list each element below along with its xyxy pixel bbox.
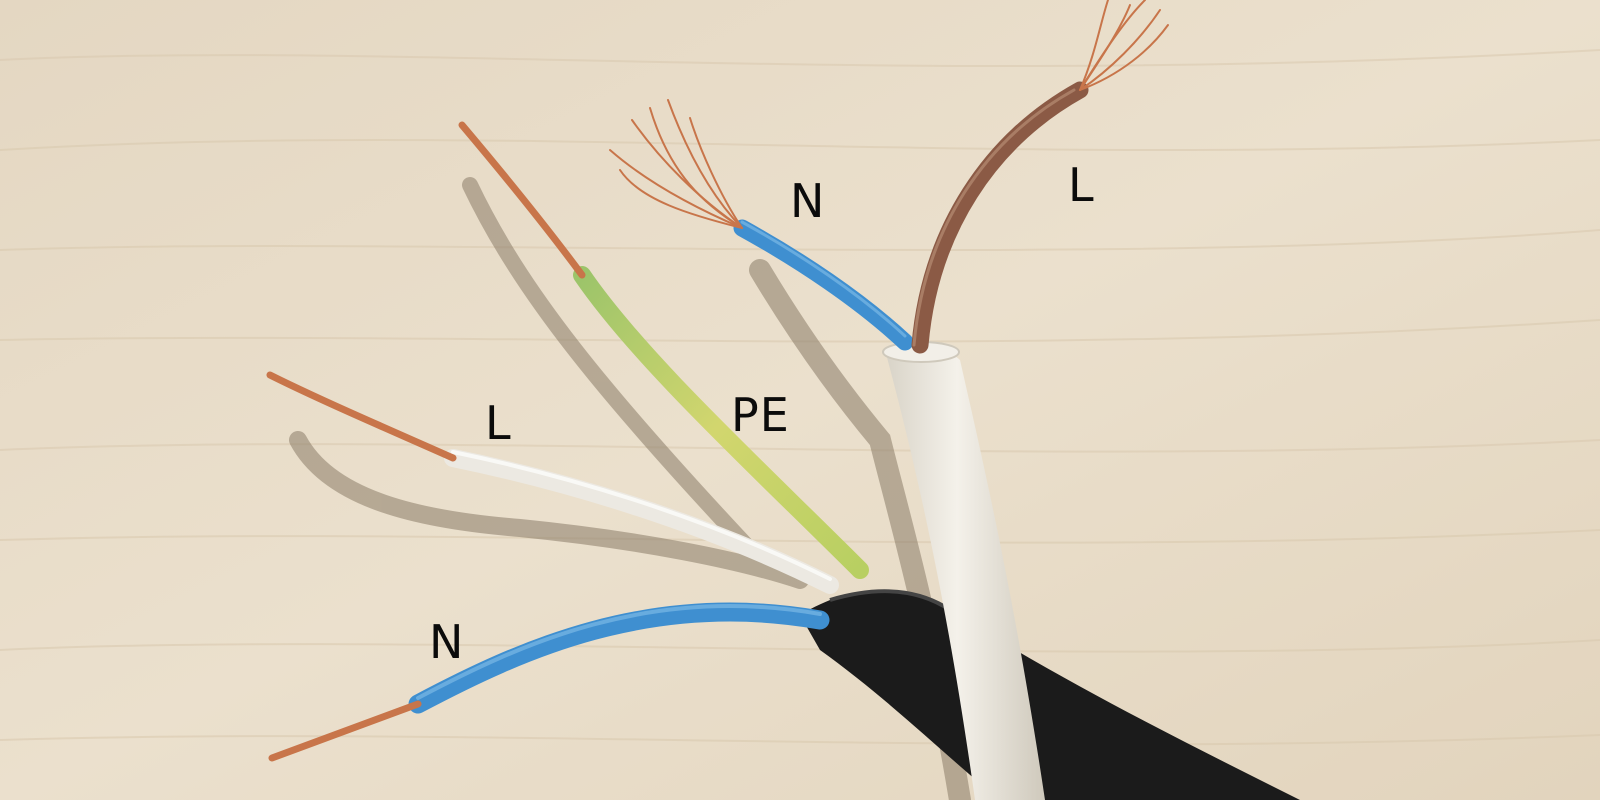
black-sheath-cable [800, 589, 1300, 800]
neutral-top-wire [733, 219, 914, 351]
white-sheath-cable [885, 347, 1045, 800]
live-top-wire [911, 81, 1089, 354]
label-neutral-left: N [429, 615, 465, 669]
pe-wire [573, 266, 869, 579]
live-top-strands [1079, 0, 1169, 91]
live-left-copper [266, 371, 457, 462]
label-live-left: L [485, 396, 512, 450]
neutral-top-strands [609, 99, 743, 229]
label-neutral-top: N [790, 174, 826, 228]
label-live-top: L [1068, 158, 1095, 212]
neutral-left-copper [268, 700, 422, 762]
live-left-wire [444, 449, 839, 594]
pe-copper [458, 121, 586, 279]
label-protective-earth: PE [731, 388, 790, 442]
neutral-left-wire [408, 602, 830, 714]
